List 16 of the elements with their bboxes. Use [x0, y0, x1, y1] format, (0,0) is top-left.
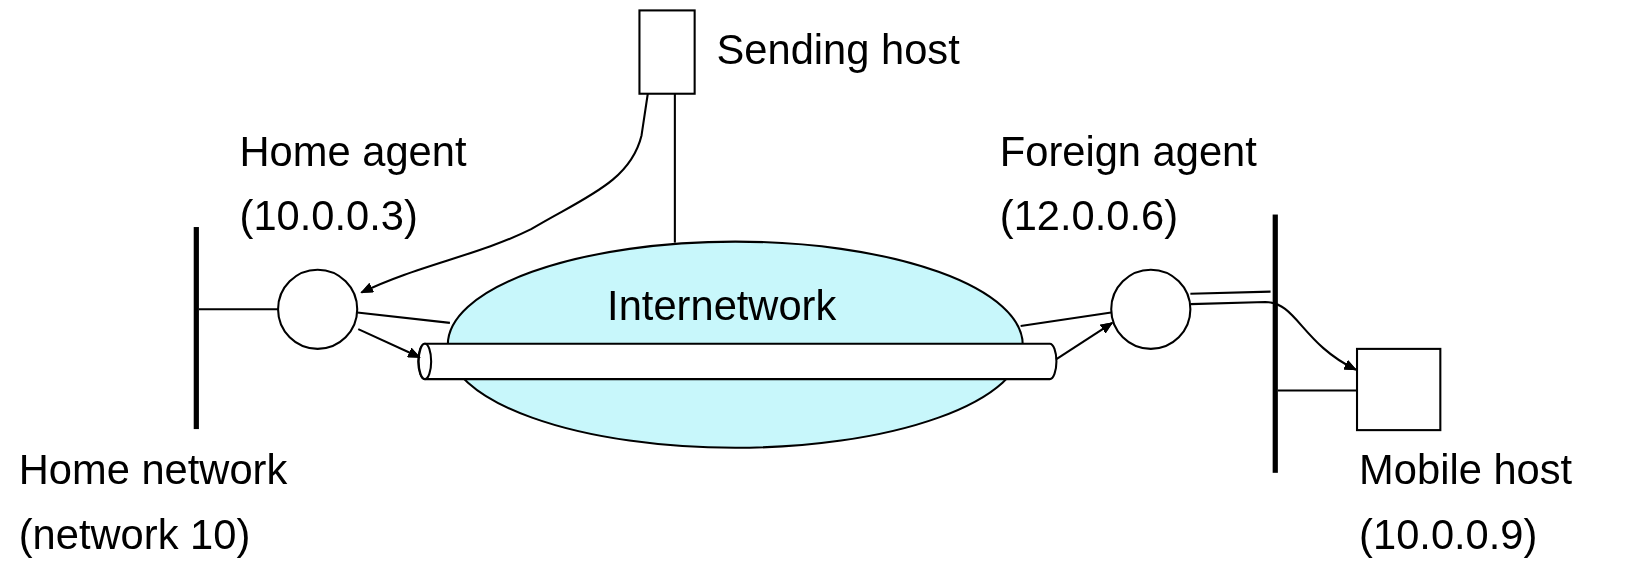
arrow	[357, 328, 421, 359]
connector-line	[1190, 290, 1271, 295]
connector-line	[1020, 311, 1112, 327]
arrow	[360, 93, 649, 294]
arrow	[1190, 300, 1357, 371]
arrow	[1055, 321, 1114, 361]
host-label: Sending host	[716, 25, 960, 75]
internetwork-label: Internetwork	[606, 281, 838, 331]
host-label: Mobile host (10.0.0.9)	[1359, 445, 1574, 560]
connector-line	[198, 308, 279, 311]
network-label: Home network (network 10)	[18, 445, 289, 560]
connector-line	[357, 311, 451, 324]
agent-label: Home agent (10.0.0.3)	[239, 127, 468, 241]
connector-line	[673, 93, 676, 243]
agent-label: Foreign agent (12.0.0.6)	[999, 127, 1258, 241]
connector-line	[1277, 389, 1357, 392]
